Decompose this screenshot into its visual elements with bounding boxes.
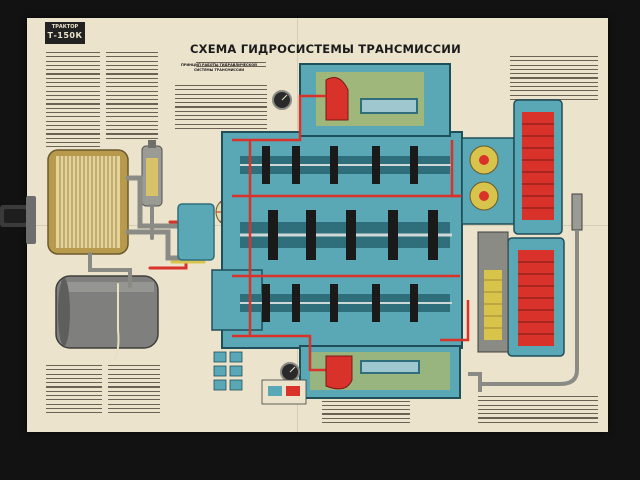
poster-subtitle: ПРИНЦИП РАБОТЫ ГИДРАВЛИЧЕСКОЙ СИСТЕМЫ ТР… xyxy=(181,63,257,72)
poster-title: СХЕМА ГИДРОСИСТЕМЫ ТРАНСМИССИИ xyxy=(190,42,461,56)
pressure-gauge-bottom xyxy=(280,362,300,382)
legend-list-left xyxy=(46,52,100,150)
fine-filter xyxy=(477,231,509,353)
clutch-packs xyxy=(262,146,438,322)
dipstick-tube xyxy=(468,193,583,392)
legend-list-left-2 xyxy=(106,52,158,142)
inset-diagram xyxy=(261,379,307,405)
hydraulic-accumulator-lower xyxy=(507,237,565,357)
oil-cooler-radiator xyxy=(47,149,129,255)
valve-symbols xyxy=(213,351,243,391)
logo-line-2: Т-150К xyxy=(47,31,83,40)
binder-clip xyxy=(0,196,36,244)
poster-logo: ТРАКТОР Т-150К xyxy=(45,22,85,44)
distributor-gears xyxy=(461,137,515,225)
legend-list-bottom-left-2 xyxy=(108,365,160,416)
hydraulic-accumulator-upper xyxy=(513,99,563,235)
description-text-block-2 xyxy=(196,62,266,71)
bottom-control-valve xyxy=(325,355,420,390)
top-control-valve xyxy=(325,77,418,121)
legend-list-bottom-right xyxy=(478,396,598,426)
pressure-oil-channels xyxy=(232,94,482,372)
oil-tank xyxy=(55,275,159,349)
oil-filter xyxy=(141,140,163,207)
description-text-block xyxy=(175,85,267,132)
logo-line-1: ТРАКТОР xyxy=(51,24,79,30)
pressure-gauge-top xyxy=(272,90,292,110)
legend-list-bottom-left xyxy=(46,365,102,416)
